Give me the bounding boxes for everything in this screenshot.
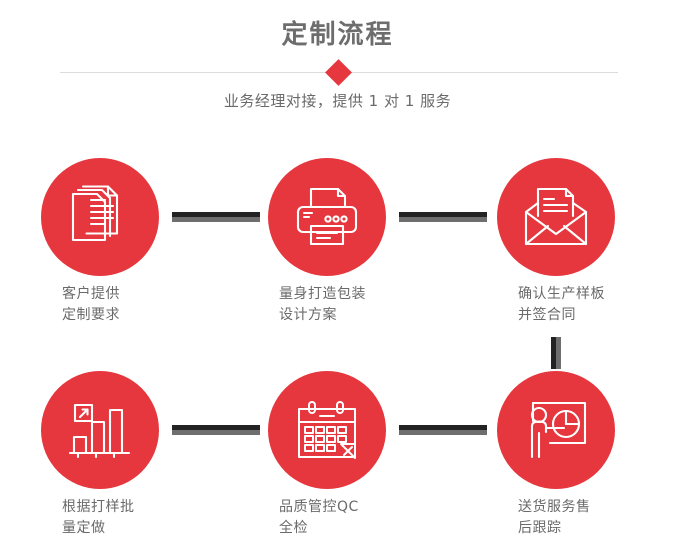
connector-step5-step6 — [399, 425, 487, 435]
connector-bar-dark — [172, 425, 260, 430]
step-6-label: 送货服务售 后跟踪 — [518, 499, 591, 536]
documents-stack-icon — [71, 185, 119, 242]
connector-step3-step6 — [551, 337, 561, 369]
connector-bar-shadow — [399, 217, 487, 222]
step-3-label: 确认生产样板 并签合同 — [518, 286, 605, 323]
page-title: 定制流程 — [281, 20, 394, 50]
connector-bar-shadow — [399, 430, 487, 435]
page-subtitle: 业务经理对接，提供 1 对 1 服务 — [223, 92, 452, 110]
calendar-icon — [298, 401, 356, 459]
step-4-label: 根据打样批 量定做 — [62, 499, 135, 536]
connector-bar-shadow — [172, 430, 260, 435]
step-3-circle[interactable] — [497, 158, 615, 276]
step-2-label: 量身打造包装 设计方案 — [279, 286, 366, 323]
step-6-circle[interactable] — [497, 371, 615, 489]
step-2-circle[interactable] — [268, 158, 386, 276]
open-envelope-document-icon — [524, 187, 588, 246]
connector-bar-dark — [172, 212, 260, 217]
presenter-pie-chart-icon — [530, 401, 587, 459]
connector-bar-dark — [551, 337, 556, 369]
printer-icon — [296, 187, 358, 246]
connector-bar-shadow — [172, 217, 260, 222]
step-1-label: 客户提供 定制要求 — [62, 286, 120, 323]
bar-chart-growth-icon — [69, 403, 131, 459]
step-5-label: 品质管控QC 全检 — [279, 499, 359, 536]
title-divider — [60, 59, 618, 86]
connector-step4-step5 — [172, 425, 260, 435]
connector-bar-shadow — [556, 337, 561, 369]
connector-step2-step3 — [399, 212, 487, 222]
red-diamond-icon — [325, 59, 352, 86]
connector-bar-dark — [399, 425, 487, 430]
step-1-circle[interactable] — [41, 158, 159, 276]
step-4-circle[interactable] — [41, 371, 159, 489]
connector-step1-step2 — [172, 212, 260, 222]
connector-bar-dark — [399, 212, 487, 217]
step-5-circle[interactable] — [268, 371, 386, 489]
